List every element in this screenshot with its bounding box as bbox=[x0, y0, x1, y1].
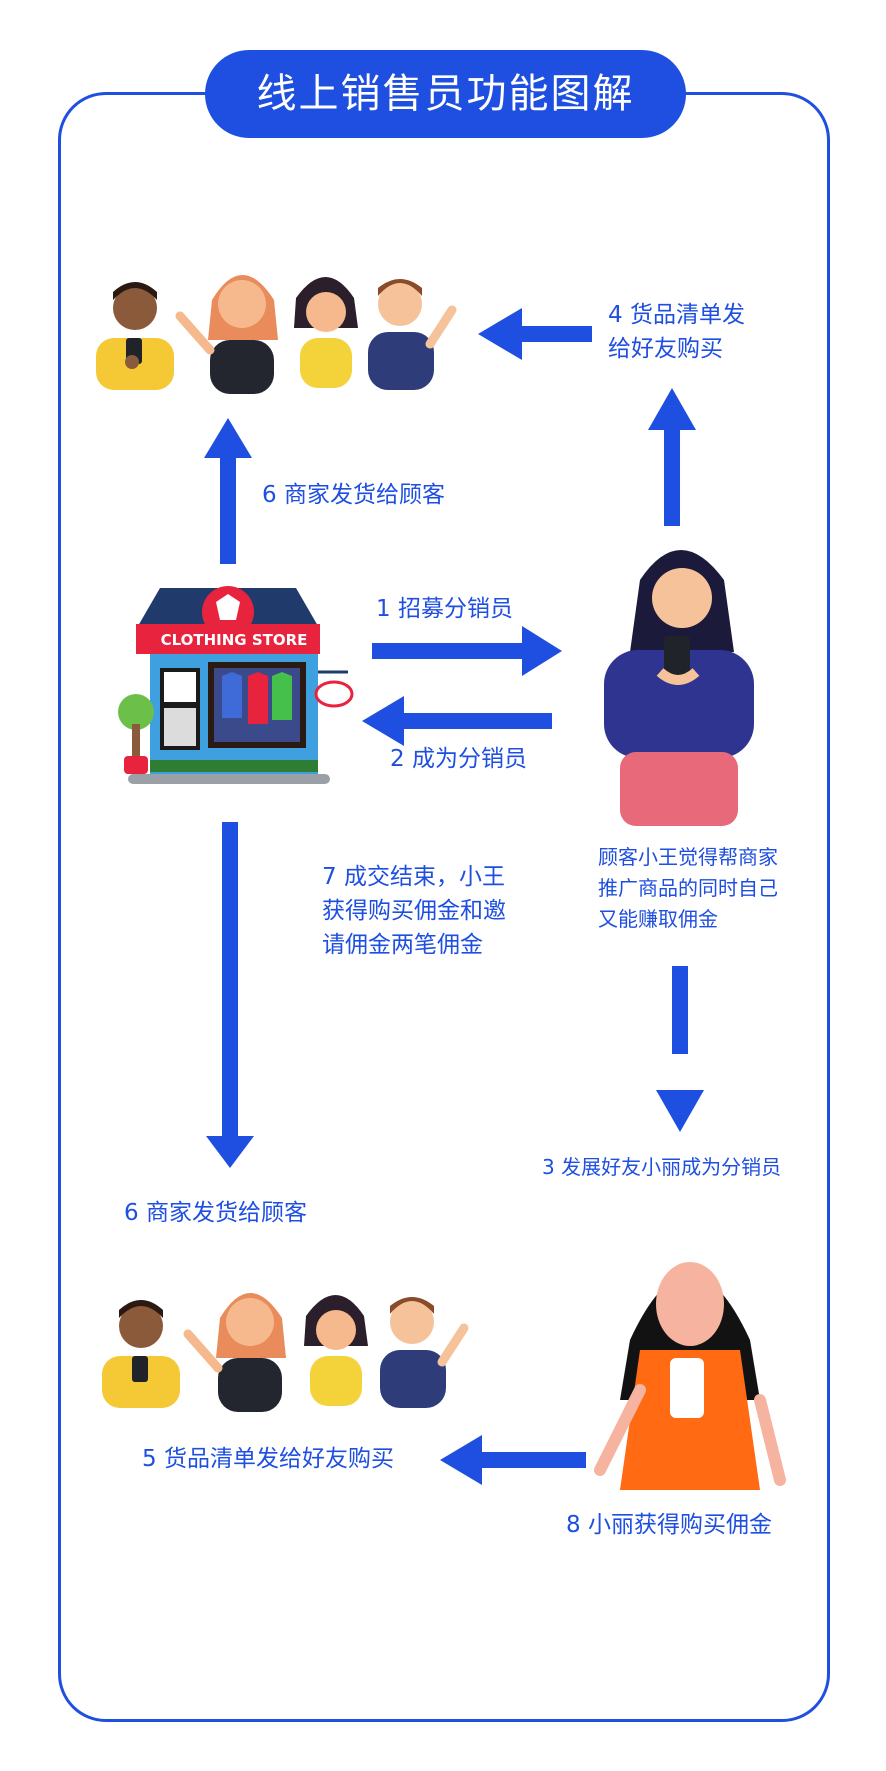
arrow-up-left bbox=[204, 418, 252, 564]
label-step5: 5 货品清单发给好友购买 bbox=[142, 1446, 394, 1472]
arrow-become bbox=[362, 696, 552, 746]
page-title: 线上销售员功能图解 bbox=[205, 50, 686, 138]
label-step1: 1 招募分销员 bbox=[376, 596, 513, 622]
label-step7: 7 成交结束，小王 获得购买佣金和邀 请佣金两笔佣金 bbox=[322, 860, 506, 962]
customer-2-icon bbox=[175, 275, 278, 394]
arrow-left-top bbox=[478, 308, 592, 360]
label-step7-line1: 7 成交结束，小王 bbox=[322, 864, 505, 890]
arrow-left-bottom bbox=[440, 1435, 586, 1485]
label-step4: 4 货品清单发 给好友购买 bbox=[608, 298, 745, 366]
arrow-down-right bbox=[656, 966, 704, 1132]
label-step7-line3: 请佣金两笔佣金 bbox=[322, 932, 483, 958]
arrow-down-left bbox=[206, 822, 254, 1168]
label-step6-bottom: 6 商家发货给顾客 bbox=[124, 1200, 307, 1226]
customer-3-icon bbox=[294, 277, 358, 388]
label-customer-desc-line3: 又能赚取佣金 bbox=[598, 907, 718, 931]
arrow-up-right bbox=[648, 388, 696, 526]
label-step3: 3 发展好友小丽成为分销员 bbox=[542, 1155, 782, 1179]
label-step4-line2: 给好友购买 bbox=[608, 336, 723, 362]
customer-6-icon bbox=[183, 1293, 286, 1412]
customer-1-icon bbox=[96, 282, 174, 390]
customer-7-icon bbox=[304, 1295, 368, 1406]
label-step2: 2 成为分销员 bbox=[390, 746, 527, 772]
store-sign-text: CLOTHING STORE bbox=[160, 631, 308, 649]
label-step4-line1: 4 货品清单发 bbox=[608, 302, 745, 328]
label-step7-line2: 获得购买佣金和邀 bbox=[322, 898, 506, 924]
label-customer-desc-line2: 推广商品的同时自己 bbox=[598, 876, 778, 900]
label-step8: 8 小丽获得购买佣金 bbox=[566, 1512, 772, 1538]
customer-5-icon bbox=[102, 1300, 180, 1408]
arrow-recruit bbox=[372, 626, 562, 676]
label-customer-desc: 顾客小王觉得帮商家 推广商品的同时自己 又能赚取佣金 bbox=[598, 842, 778, 935]
label-customer-desc-line1: 顾客小王觉得帮商家 bbox=[598, 845, 778, 869]
customer-8-icon bbox=[380, 1297, 469, 1408]
customer-4-icon bbox=[368, 279, 457, 390]
store-body bbox=[118, 586, 354, 784]
label-step6-top: 6 商家发货给顾客 bbox=[262, 482, 445, 508]
